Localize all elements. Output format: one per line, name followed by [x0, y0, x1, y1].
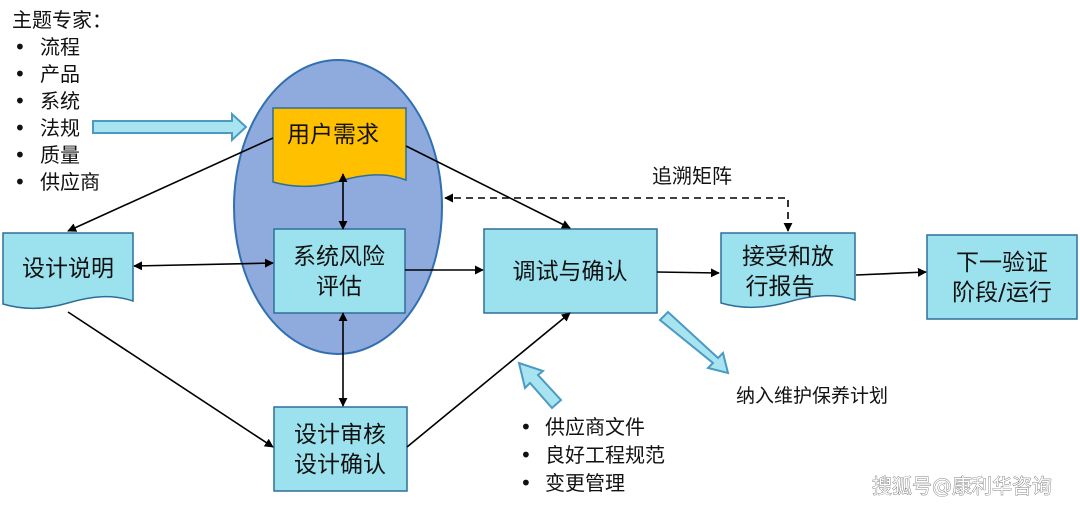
bullet: •: [14, 170, 26, 194]
inputs-item: 供应商文件: [545, 415, 645, 439]
experts-item: 系统: [40, 89, 80, 113]
arrow-userreq-to-designspec: [67, 137, 274, 232]
risk-assessment-label-line1: 系统风险: [293, 244, 385, 270]
risk-assessment-box: [273, 228, 406, 314]
bullet: •: [520, 415, 532, 439]
arrow-designreview-to-commissioning: [406, 312, 571, 448]
user-requirements-label: 用户需求: [287, 122, 379, 148]
experts-item: 流程: [40, 35, 80, 59]
risk-assessment-label-line2: 评估: [316, 274, 362, 300]
acceptance-report-label-line2: 行报告: [746, 274, 815, 300]
arrow-acceptance-to-nextstage: [855, 267, 927, 277]
commissioning-label: 调试与确认: [513, 259, 628, 285]
maintenance-output-arrow: [658, 310, 730, 375]
bullet: •: [520, 443, 532, 467]
arrow-commissioning-to-acceptance: [656, 268, 720, 278]
inputs-item: 良好工程规范: [545, 443, 665, 467]
maintenance-plan-label: 纳入维护保养计划: [736, 385, 888, 407]
design-spec-shape: [2, 232, 134, 310]
next-stage-box: [926, 234, 1078, 320]
acceptance-report-shape: [720, 232, 856, 309]
next-stage-label-line2: 阶段/运行: [952, 280, 1052, 306]
experts-item: 法规: [40, 116, 80, 140]
next-stage-label-line1: 下一验证: [956, 250, 1048, 276]
watermark-text: 搜狐号@康利华咨询: [872, 474, 1052, 498]
traceability-matrix-label: 追溯矩阵: [652, 164, 732, 188]
acceptance-report-label-line1: 接受和放: [742, 244, 834, 270]
arrow-designspec-riskassessment: [133, 258, 274, 271]
bullet: •: [14, 116, 26, 140]
bullet: •: [14, 35, 26, 59]
traceability-dashed-arrow: [444, 193, 793, 232]
connectors: [67, 137, 927, 448]
design-review-label-line1: 设计审核: [294, 422, 386, 448]
bullet: •: [520, 471, 532, 495]
bullet: •: [14, 143, 26, 167]
bullet: •: [14, 89, 26, 113]
bullet: •: [14, 62, 26, 86]
inputs-list: • 供应商文件 • 良好工程规范 • 变更管理: [520, 415, 665, 495]
design-spec-label: 设计说明: [22, 256, 114, 282]
design-review-label-line2: 设计确认: [294, 452, 386, 478]
inputs-arrow: [517, 361, 563, 410]
arrow-designspec-to-designreview: [67, 311, 274, 448]
experts-input-arrow: [92, 111, 248, 143]
experts-item: 产品: [40, 62, 80, 86]
design-review-box: [273, 406, 408, 492]
inputs-item: 变更管理: [545, 471, 625, 495]
experts-title: 主题专家：: [12, 8, 112, 32]
experts-item: 质量: [40, 143, 80, 167]
experts-item: 供应商: [40, 170, 100, 194]
experts-list: 主题专家： • 流程 • 产品 • 系统 • 法规 • 质量 • 供应商: [12, 8, 112, 194]
